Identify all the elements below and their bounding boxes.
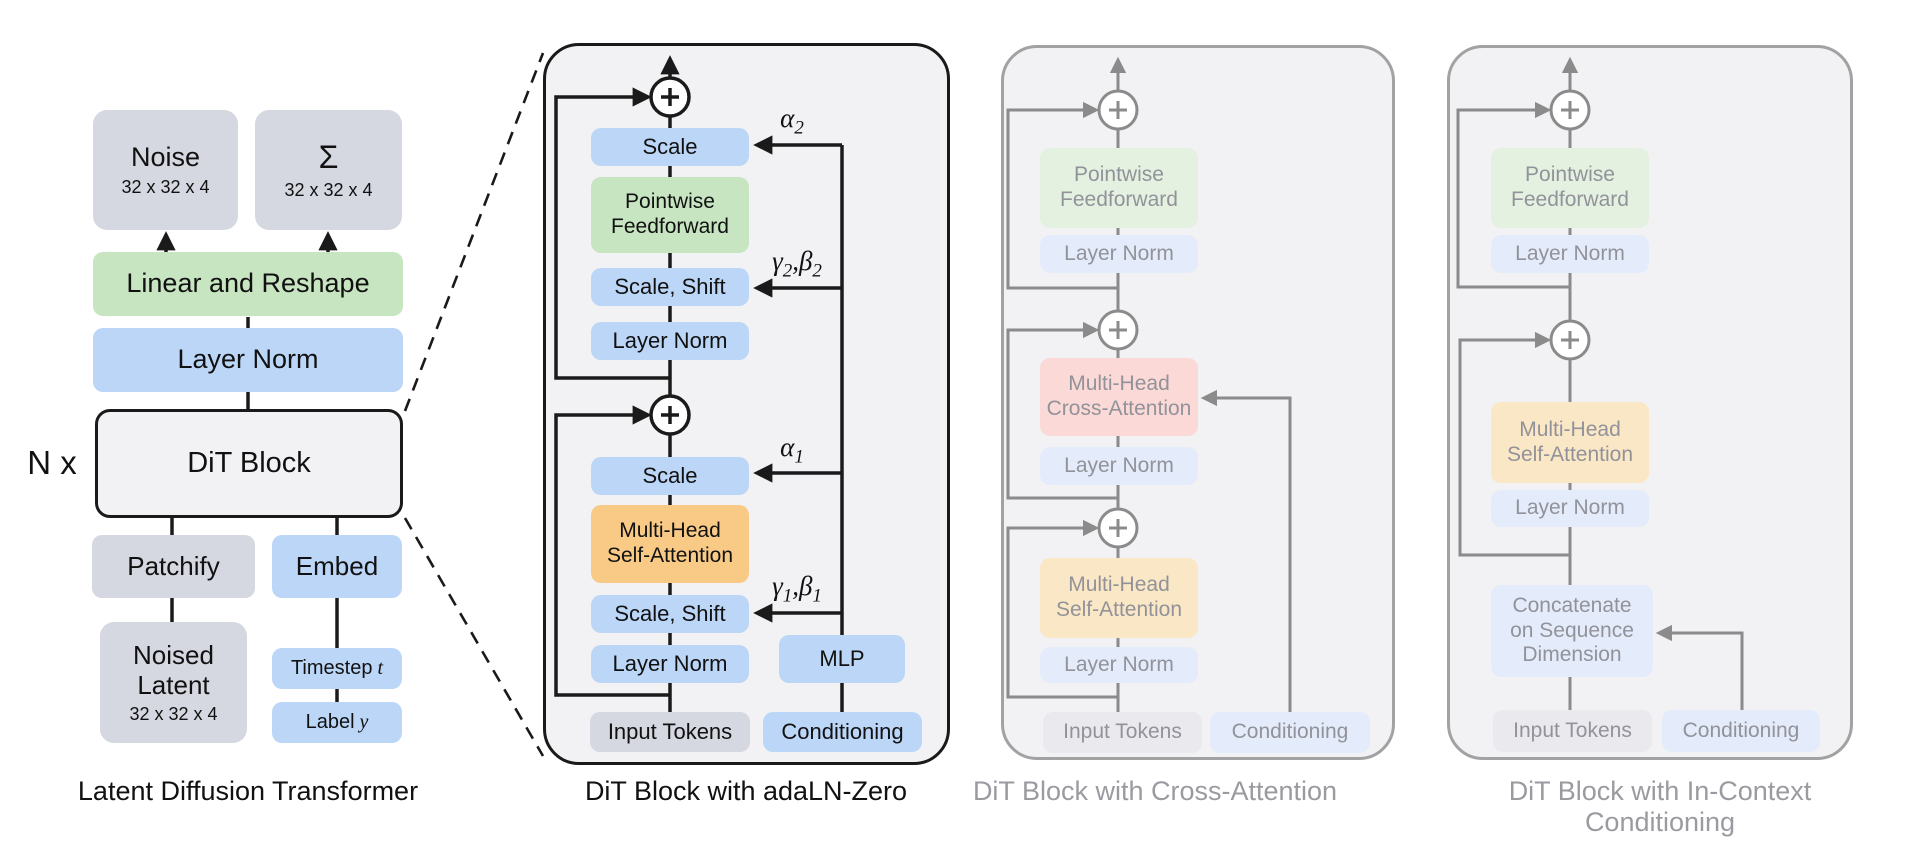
- noised-latent-dims: 32 x 32 x 4: [129, 704, 218, 725]
- sigma-box: Σ 32 x 32 x 4: [255, 110, 402, 230]
- scale-shift-top-box: Scale, Shift: [591, 268, 749, 306]
- embed-box: Embed: [272, 535, 402, 598]
- scale-bottom-box: Scale: [591, 457, 749, 495]
- zoom-dash-top: [403, 52, 545, 412]
- gamma-beta2-label: γ2,β2: [772, 246, 822, 282]
- concatenate-box: Concatenate on Sequence Dimension: [1491, 585, 1653, 677]
- noised-latent-line2: Latent: [137, 670, 210, 701]
- gamma-beta1-label: γ1,β1: [772, 571, 822, 607]
- layer-norm-top-box: Layer Norm: [1040, 235, 1198, 273]
- multi-head-self-attention-box: Multi-Head Self-Attention: [591, 505, 749, 583]
- alpha2-label: α2: [780, 103, 804, 139]
- pointwise-feedforward-box: Pointwise Feedforward: [1040, 148, 1198, 228]
- sigma-label: Σ: [318, 139, 339, 175]
- multi-head-cross-attention-box: Multi-Head Cross-Attention: [1040, 358, 1198, 436]
- pointwise-line1: Pointwise: [625, 190, 715, 214]
- layer-norm-mid-box: Layer Norm: [1491, 490, 1649, 527]
- conditioning-box: Conditioning: [763, 712, 922, 752]
- noised-latent-box: Noised Latent 32 x 32 x 4: [100, 622, 247, 743]
- timestep-box: Timestep t: [272, 648, 402, 689]
- repeat-count-label: N x: [27, 444, 77, 481]
- conditioning-box: Conditioning: [1662, 710, 1820, 752]
- layer-norm-top-box: Layer Norm: [1491, 235, 1649, 273]
- multi-head-self-attention-box: Multi-Head Self-Attention: [1040, 558, 1198, 638]
- pointwise-line2: Feedforward: [611, 215, 729, 238]
- linear-reshape-box: Linear and Reshape: [93, 252, 403, 316]
- timestep-label: Timestep: [290, 656, 373, 679]
- zoom-dash-bottom: [403, 517, 545, 757]
- adaln-panel-caption: DiT Block with adaLN-Zero: [584, 776, 908, 806]
- label-y-var: y: [359, 710, 369, 733]
- noise-label: Noise: [130, 141, 201, 172]
- layer-norm-bottom-box: Layer Norm: [591, 645, 749, 683]
- noised-latent-line1: Noised: [133, 639, 214, 670]
- noise-dims: 32 x 32 x 4: [121, 176, 210, 197]
- layer-norm-bottom-box: Layer Norm: [1040, 647, 1198, 683]
- dit-block-box: DiT Block: [95, 409, 403, 518]
- input-tokens-box: Input Tokens: [1043, 712, 1202, 753]
- layer-norm-mid-box: Layer Norm: [1040, 447, 1198, 485]
- layer-norm-box: Layer Norm: [93, 328, 403, 392]
- layer-norm-top-box: Layer Norm: [591, 322, 749, 360]
- cross-panel-caption: DiT Block with Cross-Attention: [972, 776, 1338, 806]
- timestep-var: t: [377, 656, 384, 679]
- label-y-box: Label y: [272, 702, 402, 743]
- input-tokens-box: Input Tokens: [1493, 710, 1652, 752]
- pointwise-feedforward-box: Pointwise Feedforward: [591, 177, 749, 253]
- alpha1-label: α1: [780, 432, 804, 468]
- label-y-label: Label: [305, 710, 355, 733]
- patchify-box: Patchify: [92, 535, 255, 598]
- latent-panel-caption: Latent Diffusion Transformer: [77, 776, 419, 806]
- input-tokens-box: Input Tokens: [590, 712, 750, 752]
- pointwise-feedforward-box: Pointwise Feedforward: [1491, 148, 1649, 228]
- mhsa-line2: Self-Attention: [606, 544, 734, 567]
- noise-box: Noise 32 x 32 x 4: [93, 110, 238, 230]
- incontext-panel-caption: DiT Block with In-Context Conditioning: [1508, 776, 1812, 837]
- sigma-dims: 32 x 32 x 4: [284, 179, 373, 200]
- conditioning-box: Conditioning: [1210, 712, 1370, 753]
- mlp-box: MLP: [779, 635, 905, 683]
- scale-shift-bottom-box: Scale, Shift: [591, 595, 749, 633]
- scale-top-box: Scale: [591, 128, 749, 166]
- mhsa-line1: Multi-Head: [619, 519, 721, 543]
- multi-head-self-attention-box: Multi-Head Self-Attention: [1491, 402, 1649, 483]
